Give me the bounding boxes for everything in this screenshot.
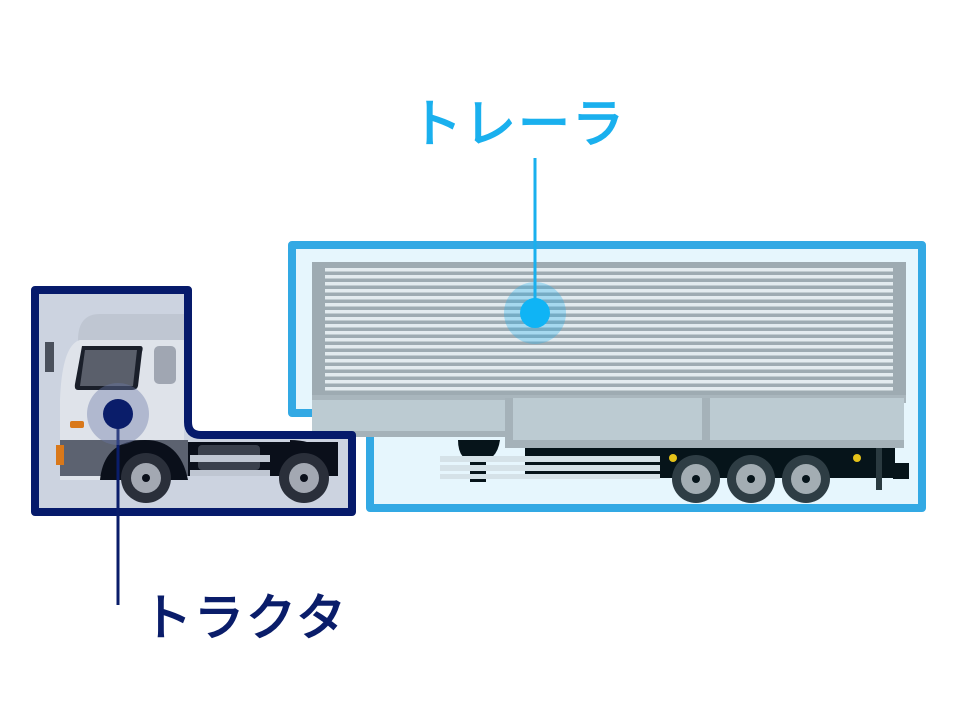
trailer-illustration <box>312 262 909 503</box>
trailer-rib <box>325 331 893 335</box>
trailer-rib <box>325 338 893 342</box>
trailer-rib <box>325 359 893 363</box>
trailer-rib <box>325 345 893 349</box>
trailer-rib <box>325 275 893 279</box>
trailer-rib <box>325 352 893 356</box>
trailer-rib <box>325 303 893 307</box>
trailer-rib <box>325 366 893 370</box>
trailer-rib <box>325 310 893 314</box>
trailer-rib <box>325 268 893 272</box>
trailer-rib <box>325 282 893 286</box>
trailer-label: トレーラ <box>410 95 627 155</box>
trailer-rib <box>325 373 893 377</box>
trailer-rib <box>325 317 893 321</box>
trailer-rib <box>325 387 893 391</box>
trailer-rib <box>325 289 893 293</box>
tractor-marker <box>103 399 133 429</box>
trailer-rib <box>325 296 893 300</box>
tractor-label: トラクタ <box>142 589 348 647</box>
trailer-marker <box>520 298 550 328</box>
trailer-wheels <box>672 455 830 503</box>
trailer-rib <box>325 380 893 384</box>
tractor-illustration <box>45 314 338 503</box>
trailer-rib <box>325 324 893 328</box>
